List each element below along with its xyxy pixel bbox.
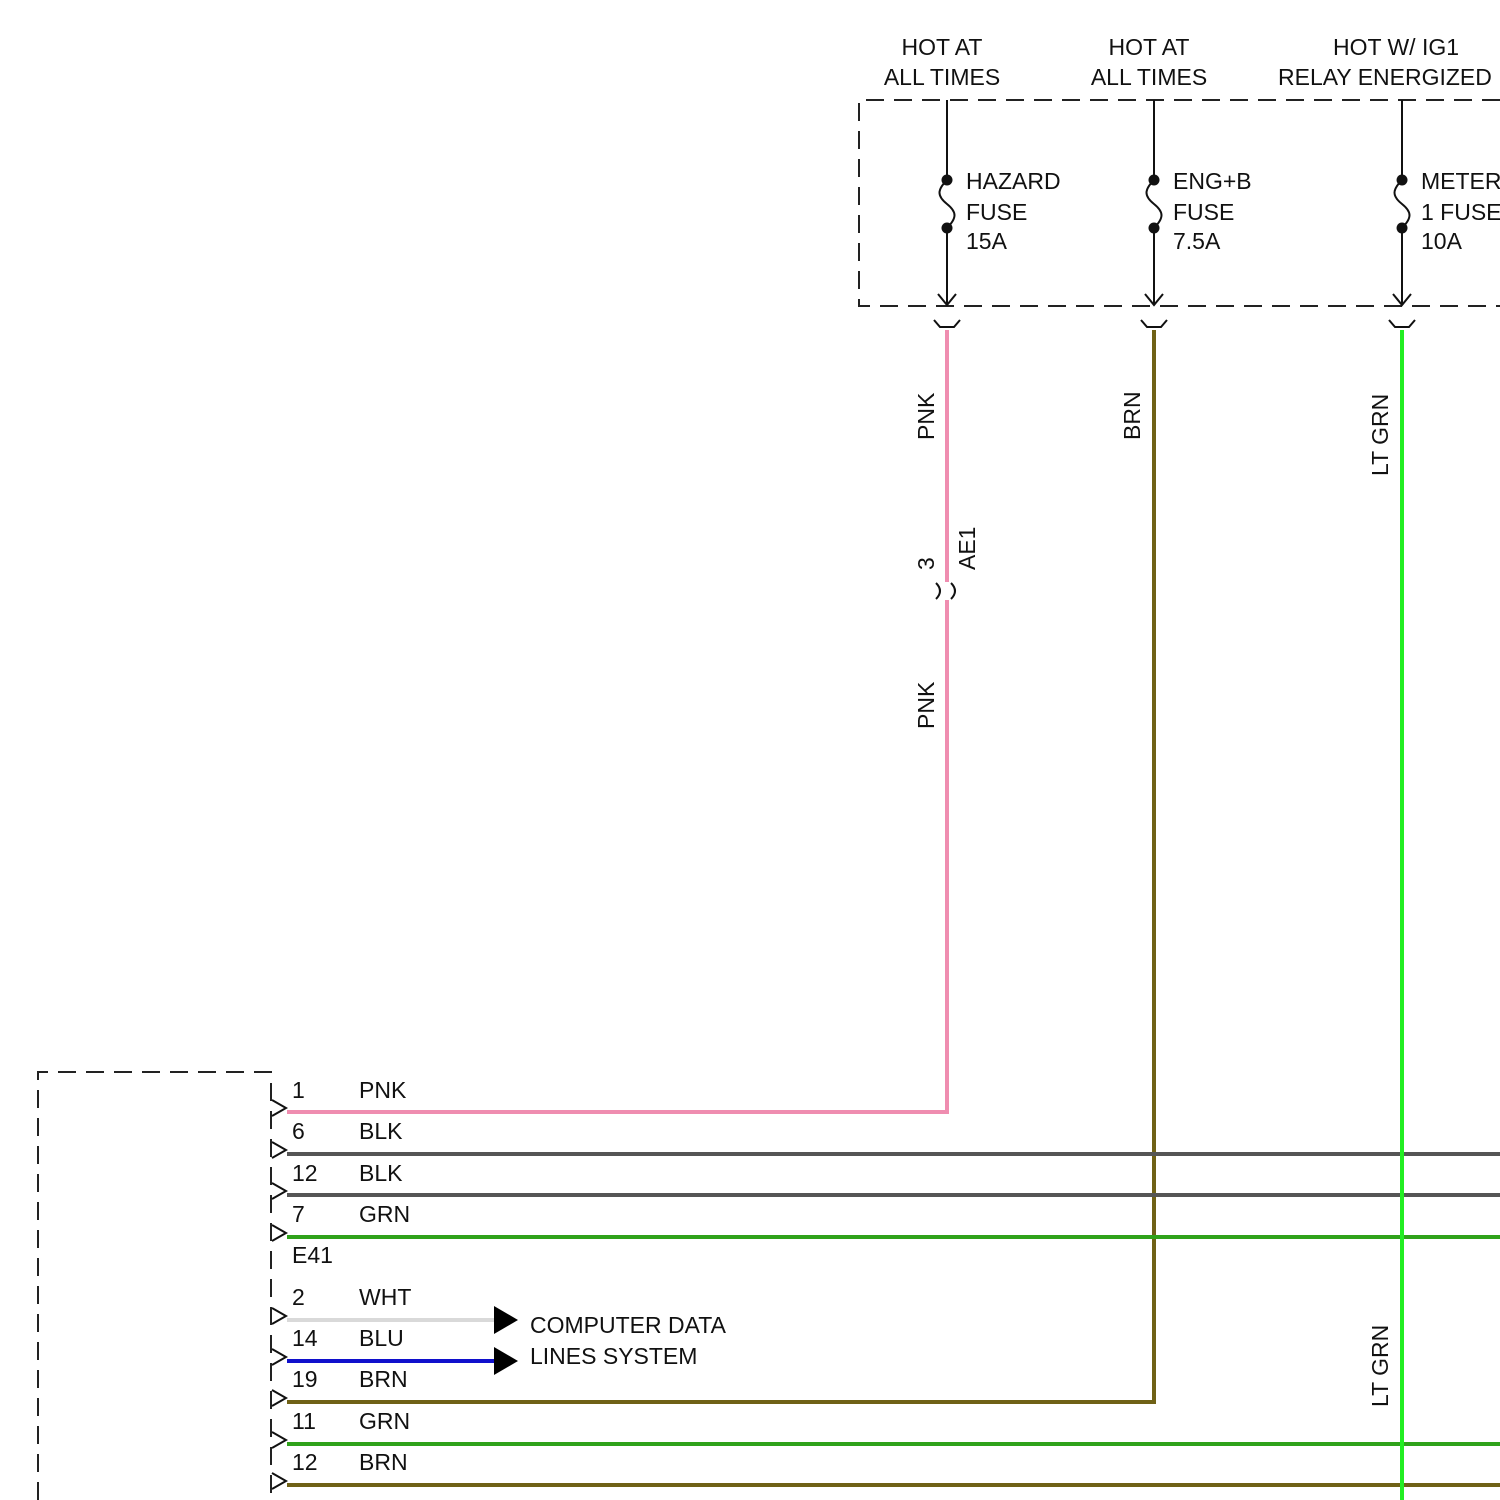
- pin-number: 12: [292, 1160, 318, 1186]
- supply-header-2: HOT AT ALL TIMES: [1091, 34, 1207, 90]
- pin-number: 2: [292, 1284, 305, 1310]
- fuse-engb-type: FUSE: [1173, 199, 1234, 225]
- fuse-meter-type: 1 FUSE: [1421, 199, 1500, 225]
- connector-pins-group-2: 2 WHT 14 BLU 19 BRN 11 GRN 12 BRN: [272, 1284, 411, 1489]
- fuse-hazard-terminal-top: [942, 175, 953, 186]
- pin-number: 19: [292, 1366, 318, 1392]
- pin-wire-color: GRN: [359, 1201, 410, 1227]
- wire-label-pnk-upper: PNK: [913, 392, 939, 440]
- supply-1-line2: ALL TIMES: [884, 64, 1000, 90]
- fuse-hazard-name: HAZARD: [966, 168, 1061, 194]
- fuse-hazard-connector: [934, 320, 960, 327]
- pin-number: 6: [292, 1118, 305, 1144]
- wire-brn-engb: [287, 330, 1154, 1402]
- supply-2-line2: ALL TIMES: [1091, 64, 1207, 90]
- inline-connector-name: AE1: [954, 527, 980, 570]
- pin-number: 12: [292, 1449, 318, 1475]
- arrow-right-icon: [494, 1347, 518, 1375]
- wire-pnk-hazard: [287, 330, 947, 1112]
- wire-label-pnk-lower: PNK: [913, 681, 939, 729]
- inline-connector-pin: 3: [913, 557, 939, 570]
- pin-wire-color: BLK: [359, 1160, 403, 1186]
- supply-2-line1: HOT AT: [1109, 34, 1190, 60]
- wire-label-brn: BRN: [1119, 391, 1145, 440]
- connector-pins-group-1: 1 PNK 6 BLK 12 BLK 7 GRN: [272, 1077, 410, 1241]
- supply-3-line2: RELAY ENERGIZED: [1278, 64, 1492, 90]
- fuse-hazard-lead: [938, 100, 956, 305]
- fuse-hazard-type: FUSE: [966, 199, 1027, 225]
- fuse-meter: METER 1 FUSE 10A: [1389, 100, 1500, 327]
- supply-header-1: HOT AT ALL TIMES: [884, 34, 1000, 90]
- reference-label-line2: LINES SYSTEM: [530, 1343, 697, 1369]
- pin-terminals-group-1: [272, 1100, 286, 1241]
- reference-label-line1: COMPUTER DATA: [530, 1312, 727, 1338]
- supply-1-line1: HOT AT: [902, 34, 983, 60]
- fuse-meter-connector: [1389, 320, 1415, 327]
- pin-number: 14: [292, 1325, 318, 1351]
- fuse-meter-terminal-top: [1397, 175, 1408, 186]
- component-outline: [38, 1072, 271, 1500]
- arrow-right-icon: [494, 1306, 518, 1334]
- fuse-engb: ENG+B FUSE 7.5A: [1141, 100, 1252, 327]
- fuse-engb-element: [1147, 180, 1162, 228]
- pin-wire-color: BRN: [359, 1366, 408, 1392]
- fuse-engb-terminal-top: [1149, 175, 1160, 186]
- fuse-meter-lead: [1393, 100, 1411, 305]
- pin-wire-color: PNK: [359, 1077, 407, 1103]
- pin-wire-color: BLK: [359, 1118, 403, 1144]
- fuse-hazard-rating: 15A: [966, 228, 1008, 254]
- connector-name: E41: [292, 1242, 333, 1268]
- fuse-hazard-terminal-bottom: [942, 223, 953, 234]
- fuse-meter-element: [1395, 180, 1410, 228]
- supply-3-line1: HOT W/ IG1: [1333, 34, 1459, 60]
- fuse-meter-name: METER: [1421, 168, 1500, 194]
- wires: [287, 330, 1500, 1500]
- pin-number: 11: [292, 1408, 316, 1434]
- fuse-meter-rating: 10A: [1421, 228, 1463, 254]
- fuse-hazard: HAZARD FUSE 15A: [934, 100, 1061, 327]
- fuse-engb-connector: [1141, 320, 1167, 327]
- pin-number: 1: [292, 1077, 305, 1103]
- wire-label-ltgrn-lower: LT GRN: [1367, 1325, 1393, 1407]
- fuse-meter-terminal-bottom: [1397, 223, 1408, 234]
- fuse-hazard-element: [940, 180, 955, 228]
- fuse-engb-terminal-bottom: [1149, 223, 1160, 234]
- pin-wire-color: BLU: [359, 1325, 404, 1351]
- pin-wire-color: WHT: [359, 1284, 411, 1310]
- fuse-engb-lead: [1145, 100, 1163, 305]
- pin-terminals-group-2: [272, 1308, 286, 1489]
- pin-wire-color: GRN: [359, 1408, 410, 1434]
- supply-header-3: HOT W/ IG1 RELAY ENERGIZED: [1278, 34, 1492, 90]
- pin-number: 7: [292, 1201, 305, 1227]
- fuse-engb-name: ENG+B: [1173, 168, 1252, 194]
- inline-connector-symbol: [936, 583, 955, 599]
- wire-label-ltgrn-upper: LT GRN: [1367, 394, 1393, 476]
- pin-wire-color: BRN: [359, 1449, 408, 1475]
- fuse-engb-rating: 7.5A: [1173, 228, 1221, 254]
